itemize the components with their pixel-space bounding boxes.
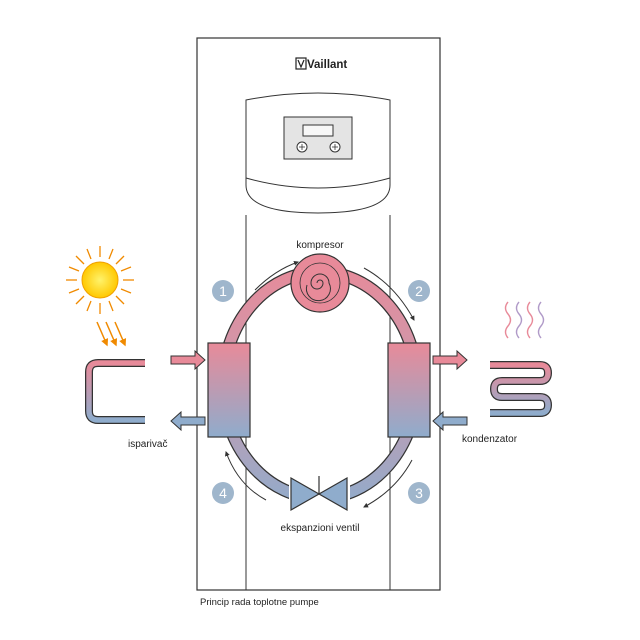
condenser-inlet-arrow bbox=[432, 410, 468, 432]
vaillant-logo: Vaillant bbox=[295, 57, 347, 71]
svg-text:1: 1 bbox=[219, 283, 227, 299]
step-badge-3: 3 bbox=[408, 482, 430, 504]
step-badge-1: 1 bbox=[212, 280, 234, 302]
heat-waves-icon bbox=[504, 301, 545, 339]
compressor bbox=[290, 253, 350, 313]
expansion-valve-label: ekspanzioni ventil bbox=[281, 523, 360, 534]
condenser-unit bbox=[387, 342, 431, 438]
evaporator-outlet-arrow bbox=[170, 410, 206, 432]
svg-text:4: 4 bbox=[219, 485, 227, 501]
control-panel bbox=[283, 116, 353, 160]
sun-icon bbox=[66, 246, 134, 314]
svg-text:3: 3 bbox=[415, 485, 423, 501]
evaporator-inlet-arrow bbox=[170, 349, 206, 371]
flow-arrow-4 bbox=[225, 451, 267, 501]
step-badge-2: 2 bbox=[408, 280, 430, 302]
evaporator-coil bbox=[85, 359, 145, 424]
expansion-valve bbox=[289, 474, 350, 514]
condenser-outlet-arrow bbox=[432, 349, 468, 371]
condenser-label: kondenzator bbox=[462, 434, 518, 445]
svg-text:2: 2 bbox=[415, 283, 423, 299]
evaporator-unit bbox=[207, 342, 251, 438]
compressor-label: kompresor bbox=[296, 240, 344, 251]
step-badge-4: 4 bbox=[212, 482, 234, 504]
flow-arrow-2 bbox=[363, 267, 415, 321]
flow-arrow-3 bbox=[363, 459, 413, 508]
flow-arrow-1 bbox=[254, 260, 299, 291]
condenser-coil bbox=[489, 361, 553, 417]
diagram-caption: Princip rada toplotne pumpe bbox=[200, 597, 319, 608]
brand-name: Vaillant bbox=[307, 59, 347, 71]
display-knob-icon bbox=[329, 141, 341, 153]
sun-rays-icon bbox=[96, 321, 127, 347]
display-knob-icon bbox=[296, 141, 308, 153]
evaporator-label: isparivač bbox=[128, 439, 167, 450]
